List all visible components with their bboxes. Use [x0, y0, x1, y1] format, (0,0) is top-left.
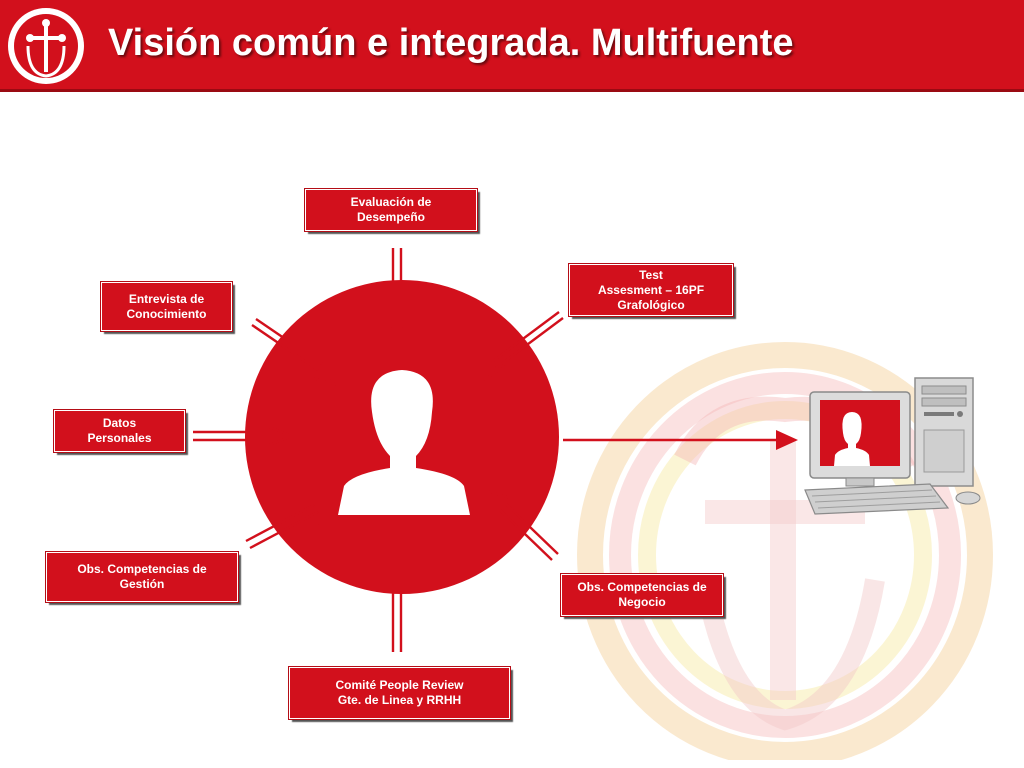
arrow-gestion	[245, 498, 337, 550]
watermark-logo-icon	[577, 342, 993, 760]
box-datos-personales: Datos Personales	[53, 409, 186, 453]
arrow-datos	[193, 423, 296, 449]
box-obs-competencias-negocio: Obs. Competencias de Negocio	[560, 573, 724, 617]
box-entrevista-conocimiento: Entrevista de Conocimiento	[100, 281, 233, 332]
logo	[8, 8, 84, 84]
person-silhouette-icon	[338, 370, 470, 515]
box-test-assesment: Test Assesment – 16PF Grafológico	[568, 263, 734, 317]
arrow-comite	[384, 548, 410, 652]
page-title: Visión común e integrada. Multifuente	[108, 22, 794, 64]
arrow-evaluacion	[384, 248, 410, 350]
arrow-test	[477, 311, 564, 385]
computer-icon	[804, 377, 981, 515]
box-obs-competencias-gestion: Obs. Competencias de Gestión	[45, 551, 239, 603]
box-comite-people-review: Comité People Review Gte. de Linea y RRH…	[288, 666, 511, 720]
cross-logo-icon	[26, 19, 66, 78]
arrow-entrevista	[251, 318, 337, 386]
box-evaluacion-desempeno: Evaluación de Desempeño	[304, 188, 478, 232]
arrow-negocio	[482, 488, 559, 561]
header-bar: Visión común e integrada. Multifuente	[0, 0, 1024, 92]
